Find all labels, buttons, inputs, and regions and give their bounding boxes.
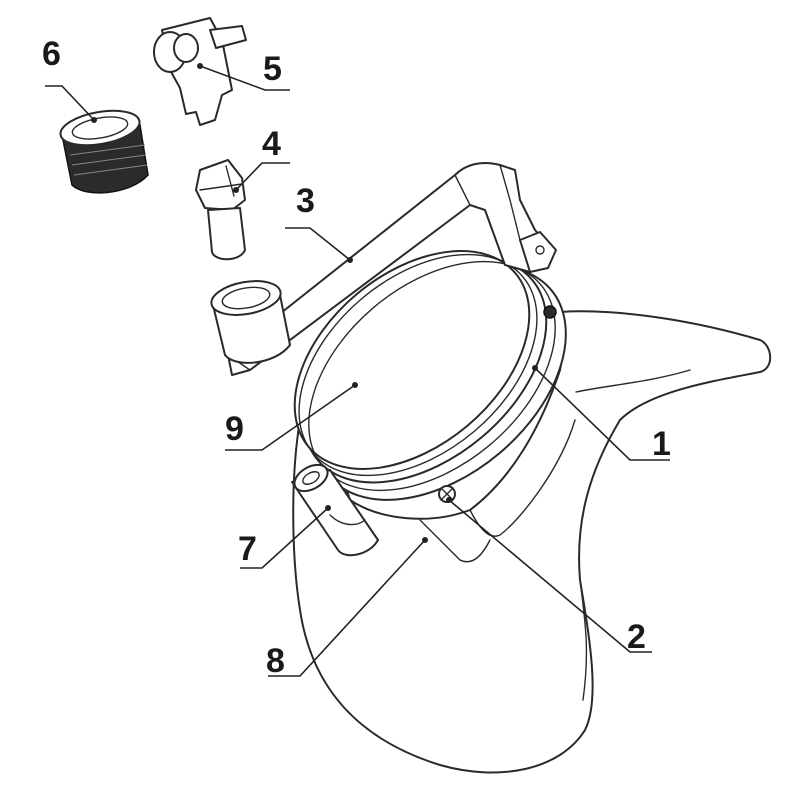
side-nozzle <box>291 463 379 557</box>
callout-2: 2 <box>627 618 646 656</box>
round-filter-disc <box>293 250 567 501</box>
callout-9: 9 <box>225 410 244 448</box>
bracket-tube <box>210 280 291 364</box>
leader-lines <box>45 63 670 677</box>
knurled-cap <box>59 109 149 194</box>
collar-screw <box>543 305 557 319</box>
callout-4: 4 <box>262 125 281 163</box>
callout-8: 8 <box>266 642 285 680</box>
small-connector <box>195 159 246 261</box>
callout-6: 6 <box>42 35 61 73</box>
callout-7: 7 <box>238 530 257 568</box>
callout-3: 3 <box>296 182 315 220</box>
callout-1: 1 <box>652 425 671 463</box>
callout-5: 5 <box>263 50 282 88</box>
valve-block <box>153 17 247 126</box>
